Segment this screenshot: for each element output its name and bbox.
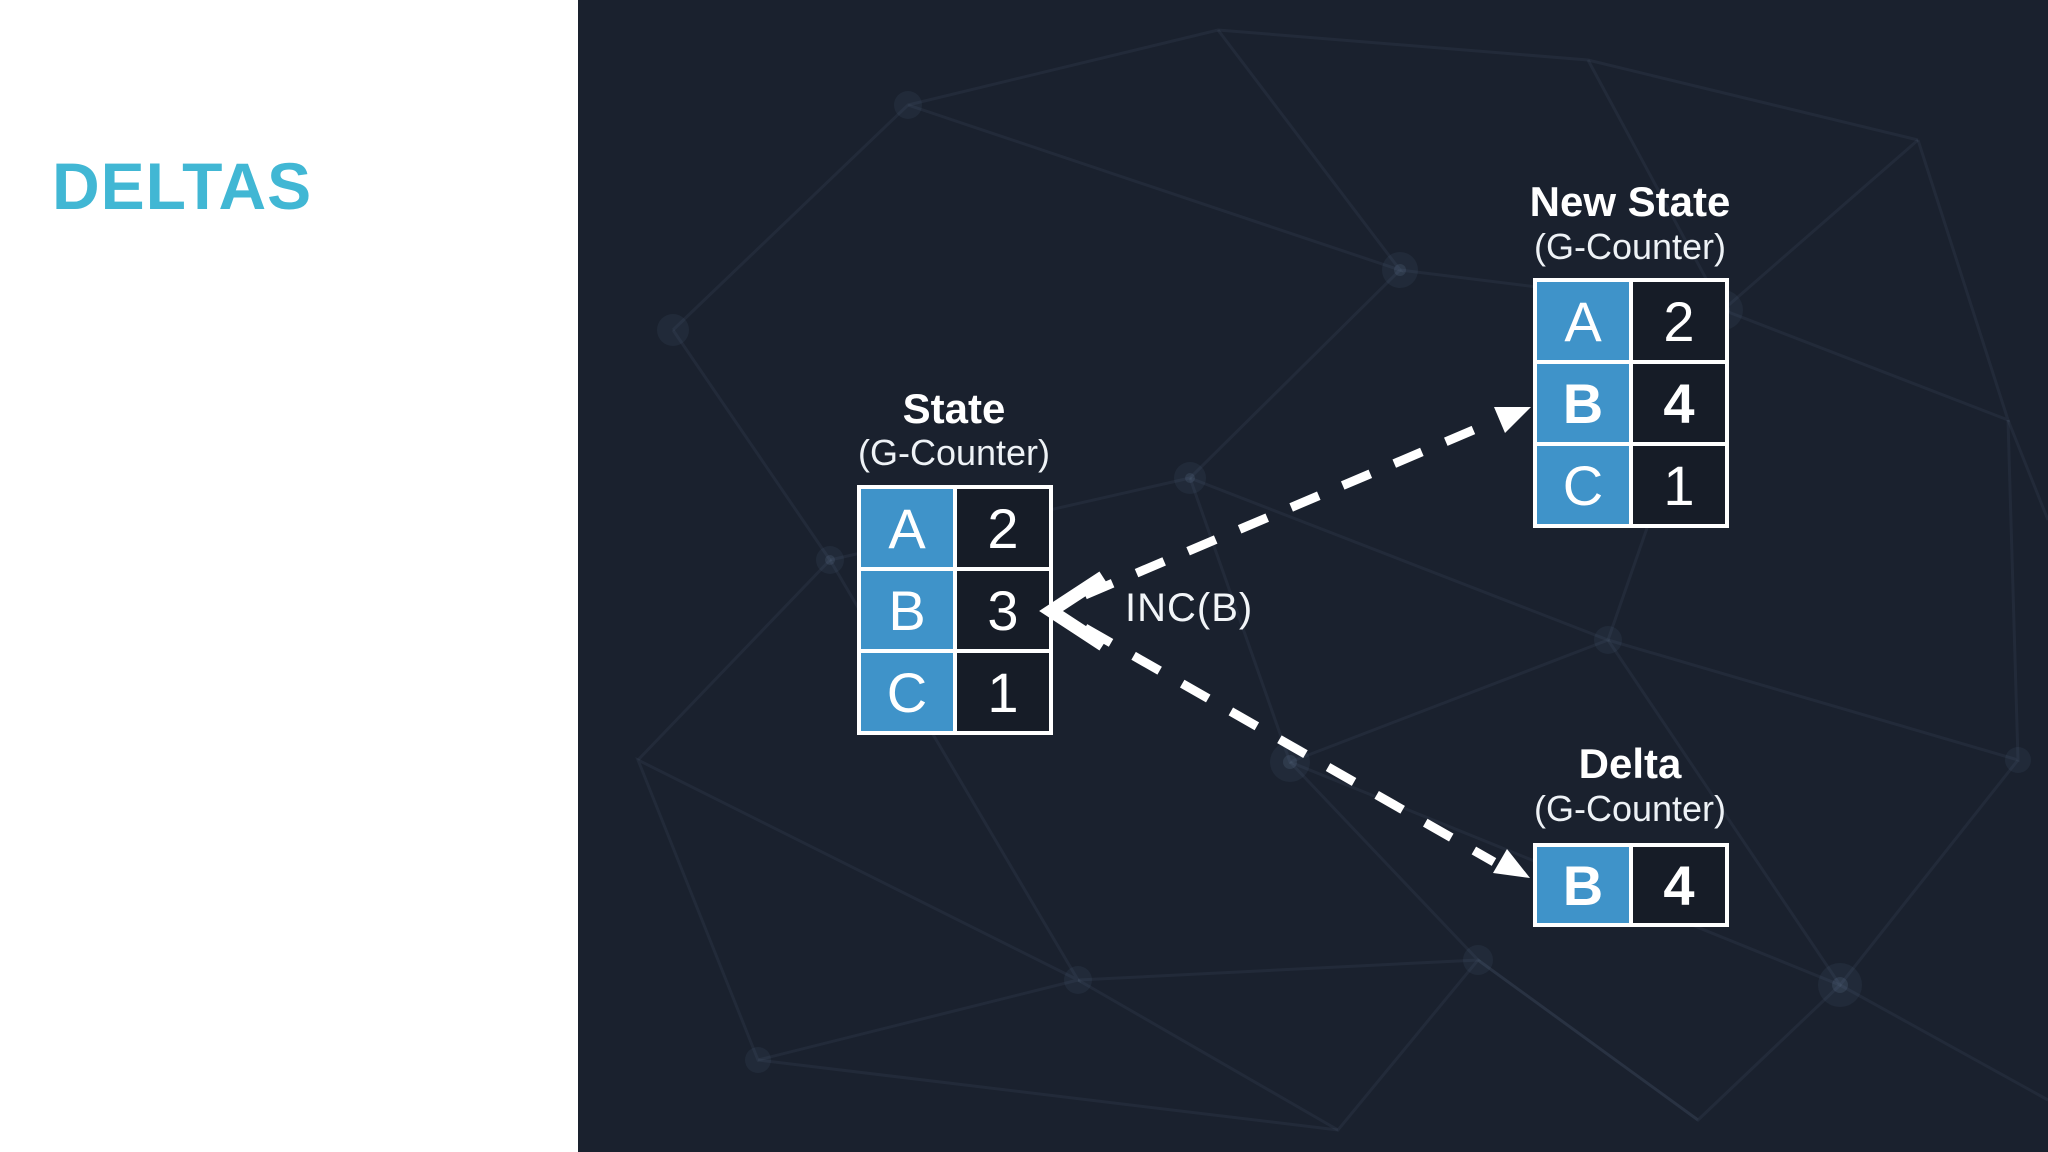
state-table-subtitle: (G-Counter) bbox=[857, 432, 1051, 473]
replica-id-cell: A bbox=[1537, 282, 1629, 360]
replica-id-cell: C bbox=[861, 653, 953, 731]
counter-value-cell: 2 bbox=[1633, 282, 1725, 360]
new-state-table-subtitle: (G-Counter) bbox=[1533, 226, 1727, 267]
slide-title: DELTAS bbox=[52, 149, 313, 223]
state-table-title: State bbox=[902, 385, 1006, 432]
counter-value-cell: 1 bbox=[1633, 446, 1725, 524]
title-panel: DELTAS bbox=[0, 0, 578, 1152]
new-state-table-title: New State bbox=[1529, 178, 1731, 225]
replica-id-cell: B bbox=[861, 571, 953, 649]
counter-value-cell: 4 bbox=[1633, 847, 1725, 923]
replica-id-cell: A bbox=[861, 489, 953, 567]
replica-id-cell: B bbox=[1537, 847, 1629, 923]
counter-value-cell: 1 bbox=[957, 653, 1049, 731]
delta-table-subtitle: (G-Counter) bbox=[1533, 788, 1727, 829]
counter-value-cell: 4 bbox=[1633, 364, 1725, 442]
delta-table-title: Delta bbox=[1578, 740, 1682, 787]
network-mesh-background bbox=[635, 28, 2048, 1132]
inc-operation-label: INC(B) bbox=[1125, 586, 1254, 630]
counter-value-cell: 2 bbox=[957, 489, 1049, 567]
replica-id-cell: B bbox=[1537, 364, 1629, 442]
counter-value-cell: 3 bbox=[957, 571, 1049, 649]
replica-id-cell: C bbox=[1537, 446, 1629, 524]
diagram-canvas bbox=[578, 0, 2048, 1152]
